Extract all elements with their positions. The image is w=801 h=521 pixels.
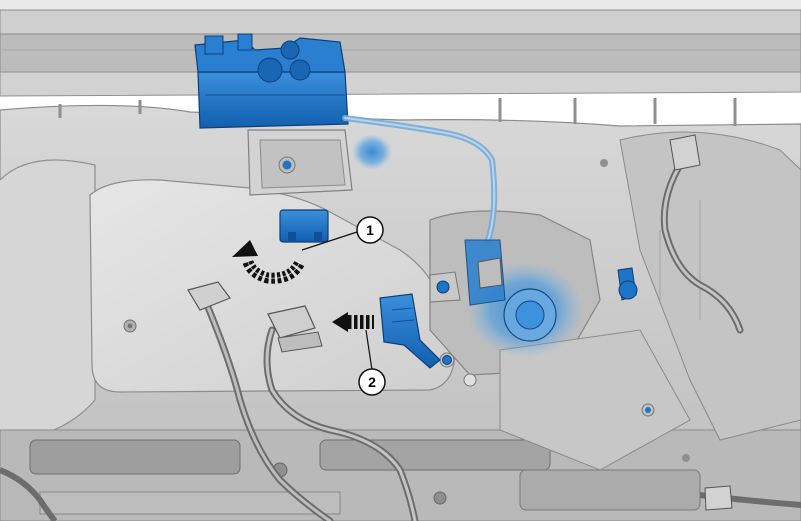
callout-1-number: 1 xyxy=(366,222,374,238)
window-regulator-motor xyxy=(464,239,583,358)
connector-1 xyxy=(279,209,329,243)
mounting-points xyxy=(429,267,638,387)
curved-arrow-up-left-icon xyxy=(232,240,306,284)
top-rail xyxy=(0,0,801,97)
callout-1: 1 xyxy=(301,216,384,251)
wiring-harness-left xyxy=(187,281,419,521)
upper-actuator-module xyxy=(194,33,498,243)
connector-2 xyxy=(379,293,441,369)
arrow-left-icon xyxy=(332,312,374,332)
callout-2-number: 2 xyxy=(368,374,376,390)
callout-2: 2 xyxy=(358,329,386,396)
wiring-harness-right xyxy=(0,134,801,521)
mounting-bracket xyxy=(247,129,353,196)
